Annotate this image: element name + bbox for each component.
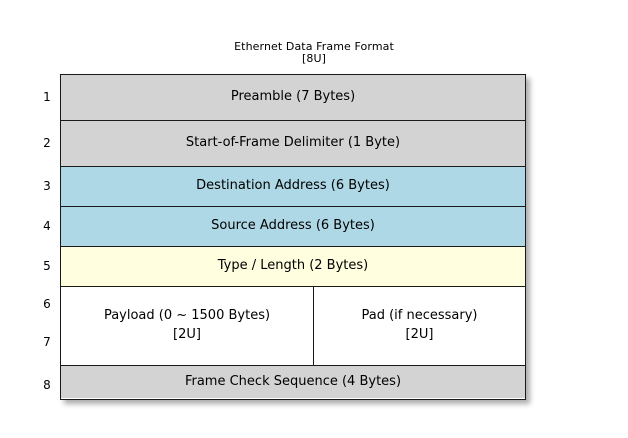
frame-field-preamble: Preamble (7 Bytes) [61,75,525,121]
frame-field-type-length: Type / Length (2 Bytes) [61,247,525,287]
row-number-gutter: 1 2 3 4 5 6 7 8 [36,74,58,400]
diagram-title: Ethernet Data Frame Format [234,40,394,53]
row-number-1: 1 [43,90,51,104]
frame-field-label: Type / Length (2 Bytes) [217,258,369,274]
frame-field-payload-pad-row: Payload (0 ~ 1500 Bytes) [2U] Pad (if ne… [61,287,525,366]
frame-field-label: Pad (if necessary) [361,308,478,324]
row-number-5: 5 [43,259,51,273]
row-number-8: 8 [43,378,51,392]
frame-field-payload: Payload (0 ~ 1500 Bytes) [2U] [61,287,314,365]
frame-field-destination-address: Destination Address (6 Bytes) [61,167,525,207]
row-number-6: 6 [43,297,51,311]
frame-field-note: [2U] [405,327,434,342]
frame-field-label: Frame Check Sequence (4 Bytes) [184,373,402,389]
diagram-title-block: Ethernet Data Frame Format [8U] [0,40,628,66]
frame-field-pad: Pad (if necessary) [2U] [314,287,525,365]
row-number-2: 2 [43,136,51,150]
frame-field-note: [2U] [173,327,201,342]
frame-field-start-of-frame-delimiter: Start-of-Frame Delimiter (1 Byte) [61,121,525,167]
diagram-subtitle: [8U] [301,52,327,66]
frame-field-label: Payload (0 ~ 1500 Bytes) [103,308,271,324]
frame-field-label: Source Address (6 Bytes) [211,218,375,234]
frame-field-label: Destination Address (6 Bytes) [196,178,390,194]
row-number-4: 4 [43,219,51,233]
frame-field-frame-check-sequence: Frame Check Sequence (4 Bytes) [61,366,525,398]
payload-pad-split: Payload (0 ~ 1500 Bytes) [2U] Pad (if ne… [61,287,525,365]
frame-field-source-address: Source Address (6 Bytes) [61,207,525,247]
frame-field-label: Start-of-Frame Delimiter (1 Byte) [185,135,401,151]
frame-table: Preamble (7 Bytes) Start-of-Frame Delimi… [60,74,526,400]
row-number-3: 3 [43,179,51,193]
row-number-7: 7 [43,335,51,349]
frame-field-label: Preamble (7 Bytes) [230,89,356,105]
